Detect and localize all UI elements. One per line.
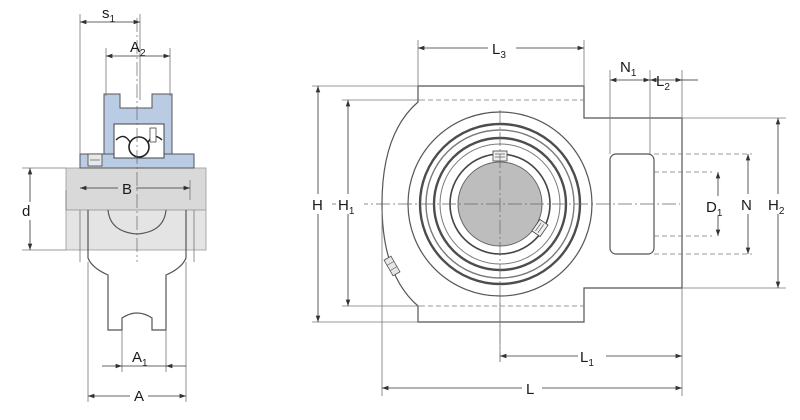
label-B: B xyxy=(122,181,132,198)
label-L2: L2 xyxy=(656,73,670,93)
label-s1: s1 xyxy=(102,5,116,25)
front-view: L3 N1 L2 H H1 D1 N H2 L1 L xyxy=(308,38,794,398)
take-up-frame xyxy=(87,210,187,331)
label-A1: A1 xyxy=(132,349,148,369)
label-L: L xyxy=(526,381,534,398)
shaft-lower xyxy=(65,209,207,251)
label-d: d xyxy=(22,203,30,220)
label-H2: H2 xyxy=(768,197,785,217)
label-L1: L1 xyxy=(580,349,594,369)
label-D1: D1 xyxy=(706,199,723,219)
label-H: H xyxy=(312,197,323,214)
grease-nipple xyxy=(383,255,401,277)
label-A: A xyxy=(134,388,144,405)
label-N1: N1 xyxy=(620,59,637,79)
label-L3: L3 xyxy=(492,41,506,61)
side-view: s1 A2 B d A1 A xyxy=(18,5,207,405)
label-N: N xyxy=(741,197,752,214)
label-H1: H1 xyxy=(338,197,355,217)
set-screw-side xyxy=(531,218,549,238)
label-A2: A2 xyxy=(130,39,146,59)
take-up-housing-outline xyxy=(381,85,683,323)
